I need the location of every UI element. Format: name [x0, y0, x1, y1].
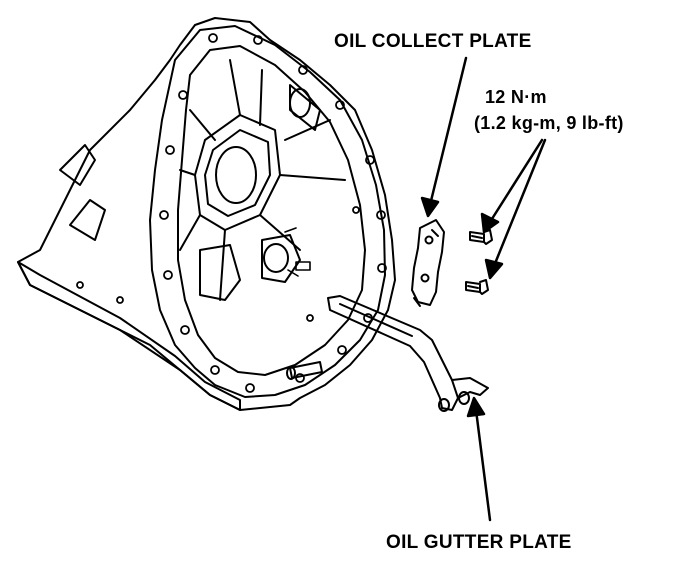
oil-gutter-plate — [327, 295, 489, 412]
housing-ribs — [179, 59, 346, 301]
collect-plate-leader — [420, 56, 468, 218]
dowel-stud — [286, 361, 323, 380]
oil-gutter-plate-label: OIL GUTTER PLATE — [386, 532, 572, 553]
gutter-plate-leader — [466, 396, 492, 522]
oil-collect-plate-label: OIL COLLECT PLATE — [334, 31, 532, 52]
oil-collect-plate — [411, 219, 445, 307]
collect-plate-bolt-lower — [465, 279, 489, 295]
transmission-housing — [17, 17, 396, 411]
torque-metric-label: 12 N·m — [485, 87, 547, 107]
housing-studs — [284, 227, 311, 277]
flange-bolt-holes — [76, 33, 387, 393]
collect-plate-bolt-upper — [469, 229, 493, 245]
torque-imperial-label: (1.2 kg-m, 9 lb-ft) — [474, 113, 624, 133]
torque-leaders — [480, 138, 547, 280]
